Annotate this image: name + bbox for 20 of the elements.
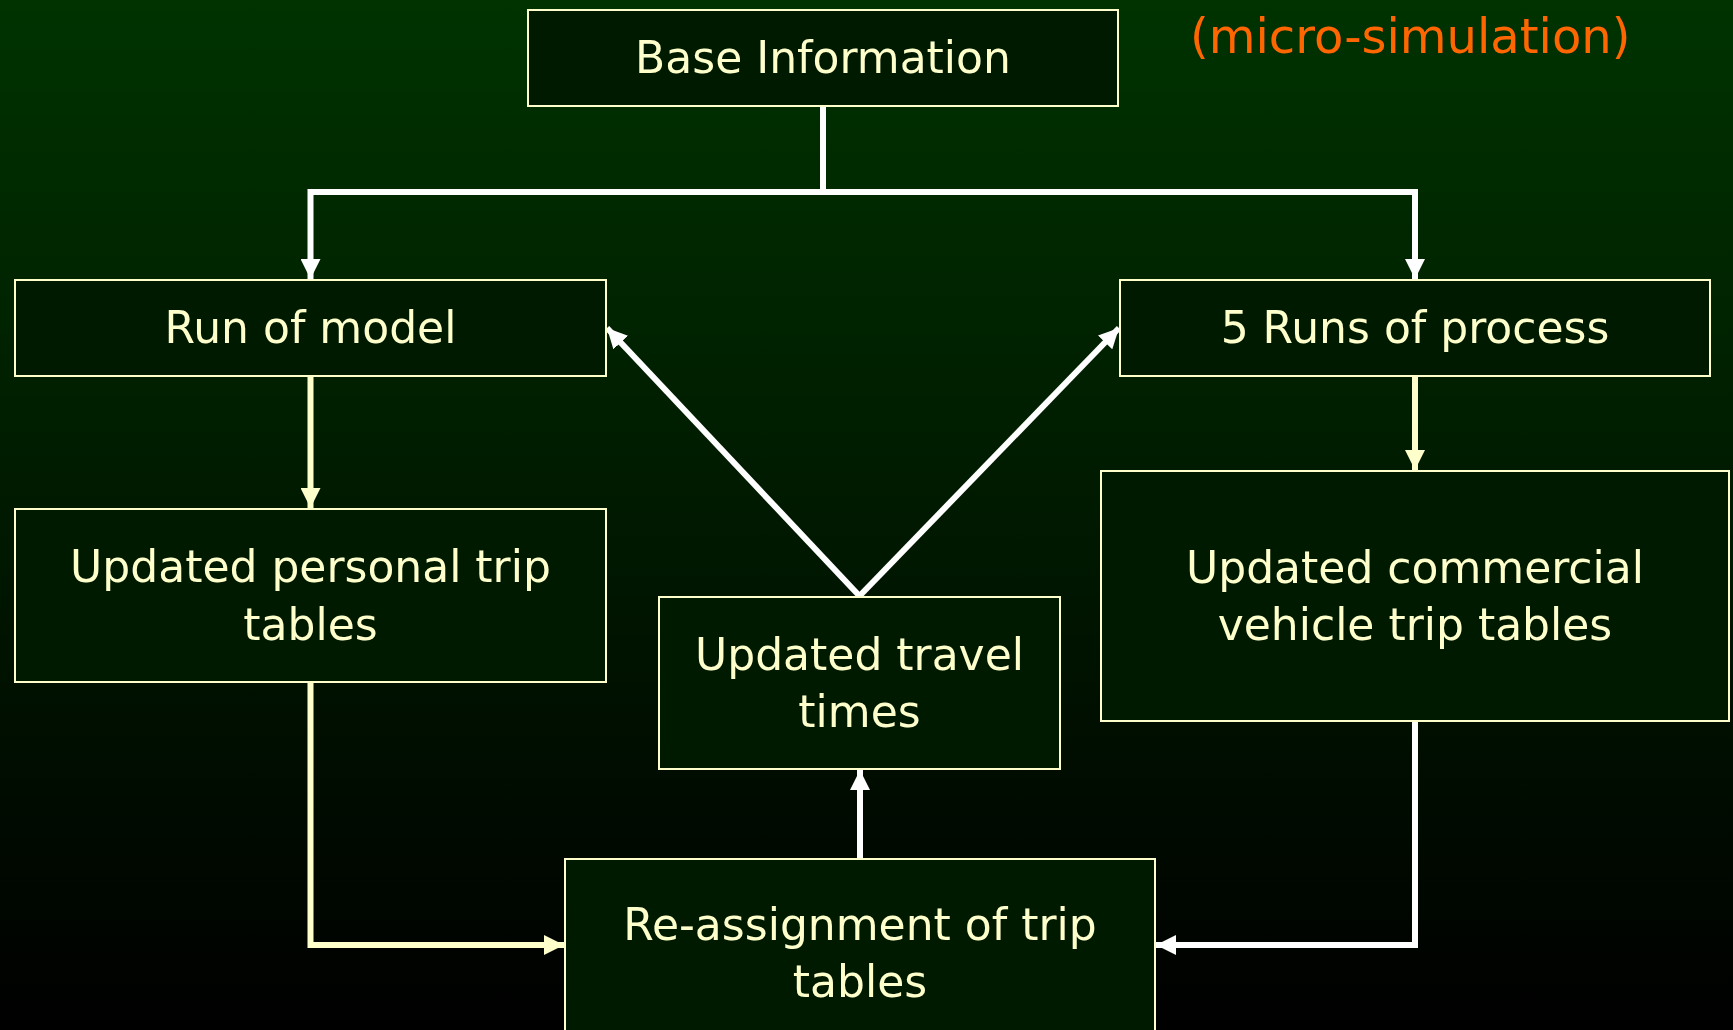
box-label: Updated travel times bbox=[694, 627, 1025, 739]
arrow bbox=[850, 770, 870, 858]
process-box bbox=[14, 508, 607, 683]
process-box bbox=[14, 279, 607, 377]
arrow bbox=[307, 683, 564, 955]
box-label: Updated personal trip tables bbox=[69, 540, 552, 652]
arrow bbox=[300, 377, 321, 508]
box-label: Base Information bbox=[635, 31, 1011, 86]
arrow bbox=[1156, 722, 1418, 955]
box-label: Run of model bbox=[164, 301, 457, 356]
arrow bbox=[1405, 377, 1425, 470]
box-label: Updated commercial vehicle trip tables bbox=[1185, 540, 1645, 652]
process-box bbox=[564, 858, 1156, 1030]
box-label: 5 Runs of process bbox=[1220, 301, 1610, 356]
box-label: Re-assignment of trip tables bbox=[622, 897, 1098, 1009]
process-box bbox=[1119, 279, 1711, 377]
note-text: (micro-simulation) bbox=[1190, 8, 1631, 64]
process-box bbox=[527, 9, 1119, 107]
process-box bbox=[658, 596, 1061, 770]
process-box bbox=[1100, 470, 1730, 722]
